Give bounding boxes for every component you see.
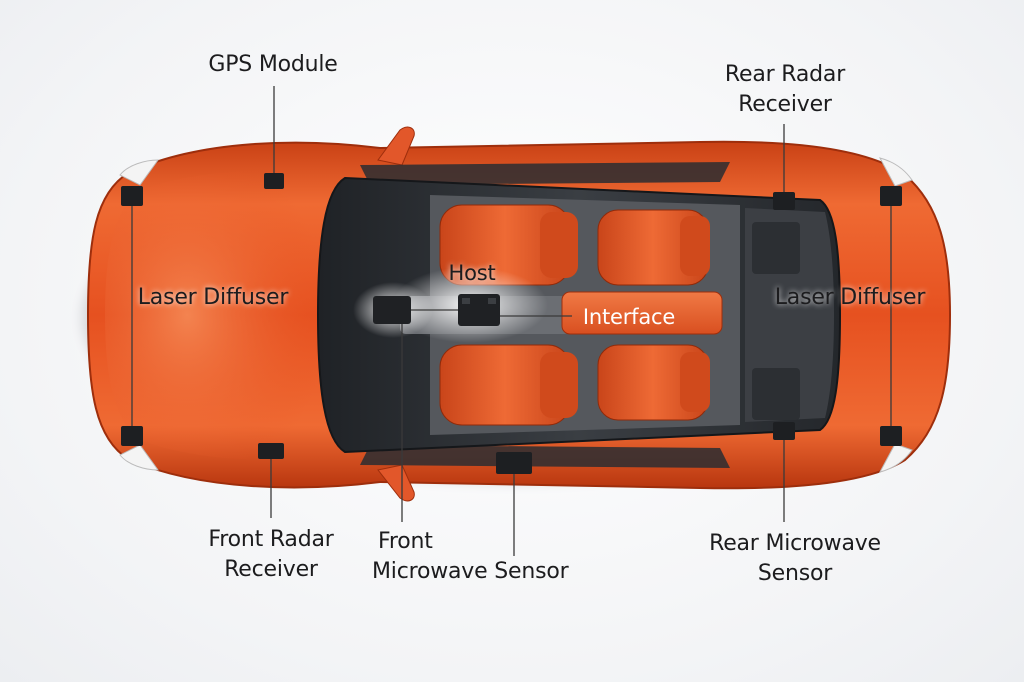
headlight-left	[119, 159, 159, 186]
laser-diffuser-rear-label: Laser Diffuser	[774, 285, 926, 310]
front-radar-receiver-label: Front Radar Receiver	[188, 525, 354, 585]
front-radar-receiver-line-2: Receiver	[224, 557, 318, 582]
laser-diffuser-rear-bottom-sensor	[880, 426, 902, 446]
front-radar-sensor	[258, 443, 284, 459]
laser-diffuser-rear-top-sensor	[880, 186, 902, 206]
front-microwave-underbody-sensor	[496, 452, 532, 474]
gps-module-sensor	[264, 173, 284, 189]
laser-diffuser-front-label: Laser Diffuser	[137, 285, 289, 310]
interface-module	[561, 291, 723, 335]
taillight-top	[879, 157, 913, 187]
leader-lines	[131, 86, 892, 556]
front-microwave-sensor-line-2: Microwave Sensor	[372, 559, 569, 584]
rear-radar-receiver-line-2: Receiver	[738, 92, 832, 117]
rear-microwave-sensor-line-1: Rear Microwave	[709, 531, 881, 556]
laser-diffuser-front-bottom-sensor	[121, 426, 143, 446]
headlight-right	[119, 444, 159, 471]
host-unit	[458, 294, 500, 326]
rear-radar-receiver-line-1: Rear Radar	[724, 62, 846, 87]
seats	[439, 204, 710, 426]
laser-diffuser-front-top-sensor	[121, 186, 143, 206]
host-label: Host	[448, 261, 496, 285]
rear-radar-sensor	[773, 192, 795, 210]
sensors	[121, 173, 902, 474]
front-radar-receiver-line-1: Front Radar	[208, 527, 334, 552]
rear-radar-receiver-label: Rear Radar Receiver	[700, 60, 870, 120]
rear-microwave-sensor	[773, 422, 795, 440]
gps-module-label: GPS Module	[208, 52, 338, 77]
mirror-bottom	[377, 464, 415, 502]
taillight-bottom	[879, 443, 913, 473]
rear-microwave-sensor-line-2: Sensor	[757, 561, 833, 586]
front-microwave-sensor-line-1: Front	[378, 529, 433, 554]
rear-microwave-sensor-label: Rear Microwave Sensor	[700, 529, 890, 589]
front-microwave-module	[373, 296, 411, 324]
mirror-top	[377, 126, 415, 166]
interface-label: Interface	[582, 305, 676, 329]
front-microwave-sensor-label: Front Microwave Sensor	[372, 527, 592, 587]
